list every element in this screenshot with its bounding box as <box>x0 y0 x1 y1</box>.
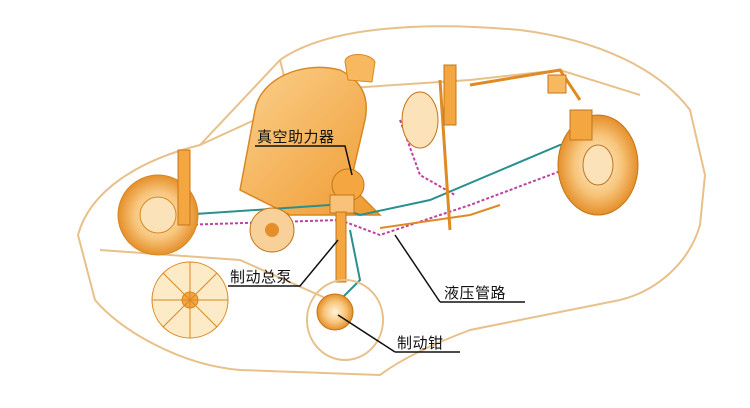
vacuum-booster <box>329 168 365 214</box>
label-master-cylinder: 制动总泵 <box>230 268 293 286</box>
leader-lines <box>228 145 525 353</box>
label-hydraulic-lines: 液压管路 <box>444 284 507 302</box>
radiator-fan <box>151 261 229 339</box>
clutch-disc <box>249 207 295 253</box>
front-left-wheel <box>117 149 199 256</box>
rear-left-disc <box>401 64 457 149</box>
label-vacuum-booster: 真空助力器 <box>257 128 335 146</box>
rear-right-wheel <box>547 74 639 216</box>
front-right-wheel <box>306 279 384 361</box>
master-cylinder <box>335 211 347 283</box>
label-brake-caliper: 制动钳 <box>397 334 444 352</box>
